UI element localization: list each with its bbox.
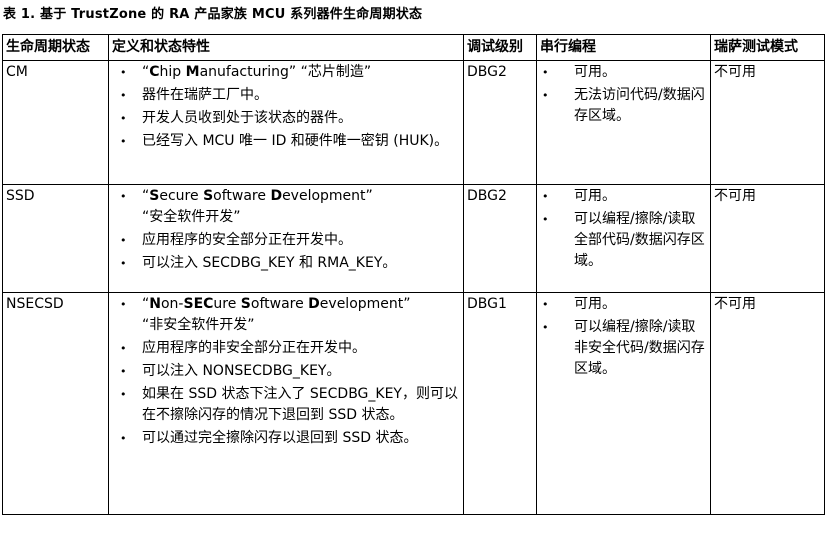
serial-cell: 可用。 可以编程/擦除/读取非安全代码/数据闪存区域。: [536, 292, 711, 515]
state-cell: CM: [2, 60, 109, 185]
list-item: 可以通过完全擦除闪存以退回到 SSD 状态。: [112, 428, 460, 449]
renesas-mode-cell: 不可用: [710, 60, 825, 185]
debug-level-cell: DBG2: [463, 60, 537, 185]
list-item: 应用程序的安全部分正在开发中。: [112, 230, 460, 251]
lifecycle-table: 生命周期状态 定义和状态特性 调试级别 串行编程 瑞萨测试模式 CM “Chip…: [2, 34, 825, 515]
table-row: SSD “Secure Software Development” “安全软件开…: [2, 184, 825, 293]
header-serial-programming: 串行编程: [536, 34, 711, 61]
header-debug-level: 调试级别: [463, 34, 537, 61]
state-cell: SSD: [2, 184, 109, 293]
serial-cell: 可用。 可以编程/擦除/读取全部代码/数据闪存区域。: [536, 184, 711, 293]
list-item: 无法访问代码/数据闪存区域。: [540, 85, 707, 127]
header-row: 生命周期状态 定义和状态特性 调试级别 串行编程 瑞萨测试模式: [2, 34, 825, 61]
table-row: NSECSD “Non-SECure Software Development”…: [2, 292, 825, 515]
debug-level-cell: DBG2: [463, 184, 537, 293]
list-item: 应用程序的非安全部分正在开发中。: [112, 338, 460, 359]
header-renesas-test-mode: 瑞萨测试模式: [710, 34, 825, 61]
list-item: 可以注入 NONSECDBG_KEY。: [112, 361, 460, 382]
title-cn: “芯片制造”: [300, 64, 372, 80]
renesas-mode-cell: 不可用: [710, 292, 825, 515]
title-bullet: “Chip Manufacturing” “芯片制造”: [112, 62, 460, 83]
list-item: 可以编程/擦除/读取非安全代码/数据闪存区域。: [540, 317, 707, 380]
header-state: 生命周期状态: [2, 34, 109, 61]
title-bullet: “Secure Software Development” “安全软件开发”: [112, 186, 460, 228]
list-item: 可以注入 SECDBG_KEY 和 RMA_KEY。: [112, 253, 460, 274]
debug-level-cell: DBG1: [463, 292, 537, 515]
title-cn: “非安全软件开发”: [142, 317, 255, 333]
list-item: 可以编程/擦除/读取全部代码/数据闪存区域。: [540, 209, 707, 272]
definition-cell: “Secure Software Development” “安全软件开发” 应…: [108, 184, 464, 293]
definition-cell: “Chip Manufacturing” “芯片制造” 器件在瑞萨工厂中。 开发…: [108, 60, 464, 185]
list-item: 开发人员收到处于该状态的器件。: [112, 108, 460, 129]
state-cell: NSECSD: [2, 292, 109, 515]
table-row: CM “Chip Manufacturing” “芯片制造” 器件在瑞萨工厂中。…: [2, 60, 825, 185]
definition-cell: “Non-SECure Software Development” “非安全软件…: [108, 292, 464, 515]
table-caption: 表 1. 基于 TrustZone 的 RA 产品家族 MCU 系列器件生命周期…: [3, 7, 423, 22]
header-definition: 定义和状态特性: [108, 34, 464, 61]
list-item: 已经写入 MCU 唯一 ID 和硬件唯一密钥 (HUK)。: [112, 131, 460, 152]
list-item: 如果在 SSD 状态下注入了 SECDBG_KEY，则可以在不擦除闪存的情况下退…: [112, 384, 460, 426]
list-item: 可用。: [540, 186, 707, 207]
list-item: 可用。: [540, 62, 707, 83]
title-bullet: “Non-SECure Software Development” “非安全软件…: [112, 294, 460, 336]
list-item: 可用。: [540, 294, 707, 315]
renesas-mode-cell: 不可用: [710, 184, 825, 293]
title-cn: “安全软件开发”: [142, 209, 241, 225]
list-item: 器件在瑞萨工厂中。: [112, 85, 460, 106]
serial-cell: 可用。 无法访问代码/数据闪存区域。: [536, 60, 711, 185]
